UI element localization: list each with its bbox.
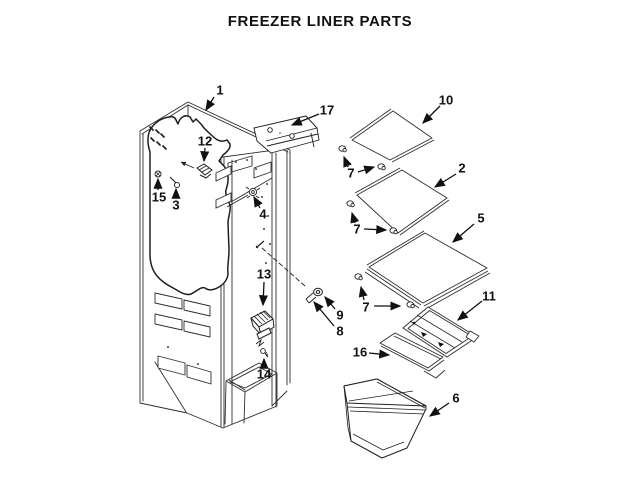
vent-slots: [154, 292, 212, 385]
callout-1: 1: [216, 82, 224, 98]
part-14-screw: [260, 348, 269, 358]
shelf-clips: [338, 145, 415, 309]
callout-6: 6: [452, 390, 460, 406]
shelf-5: [364, 230, 491, 310]
mounting-pin: [255, 240, 306, 287]
part-8-9-grommet: [305, 287, 323, 304]
callout-4: 4: [259, 206, 267, 222]
callout-7c: 7: [362, 299, 370, 315]
part-12-clip: [180, 161, 213, 179]
callout-3: 3: [172, 197, 180, 213]
part-3-pin: [169, 176, 181, 189]
part-13-clip: [250, 310, 275, 348]
liner-outline: [147, 115, 231, 296]
callout-9: 9: [336, 307, 344, 323]
callout-11: 11: [482, 288, 496, 304]
callout-2: 2: [458, 160, 466, 176]
part-17-bracket: [253, 115, 320, 154]
callout-8: 8: [336, 323, 344, 339]
mullion-straps: [215, 165, 232, 209]
callout-7b: 7: [353, 221, 361, 237]
callout-arrows: [153, 96, 483, 417]
callout-13: 13: [256, 266, 272, 282]
part-4-fastener: [226, 186, 261, 208]
part-11-frame: [402, 306, 480, 358]
callout-16: 16: [352, 344, 368, 360]
part-16-tray: [379, 332, 446, 379]
page-title: FREEZER LINER PARTS: [227, 13, 413, 30]
shelf-2: [354, 167, 450, 236]
shelf-10: [349, 108, 435, 163]
callout-15: 15: [151, 189, 167, 205]
callout-14: 14: [256, 366, 272, 382]
callout-5: 5: [477, 210, 485, 226]
part-15-screw: [154, 170, 162, 178]
callout-7a: 7: [347, 165, 355, 181]
wall-holes: [167, 159, 271, 365]
callout-12: 12: [197, 133, 213, 149]
cabinet-liner: [139, 101, 291, 429]
part-6-bin: [343, 378, 427, 459]
callout-17: 17: [319, 102, 335, 118]
callout-10: 10: [438, 92, 454, 108]
